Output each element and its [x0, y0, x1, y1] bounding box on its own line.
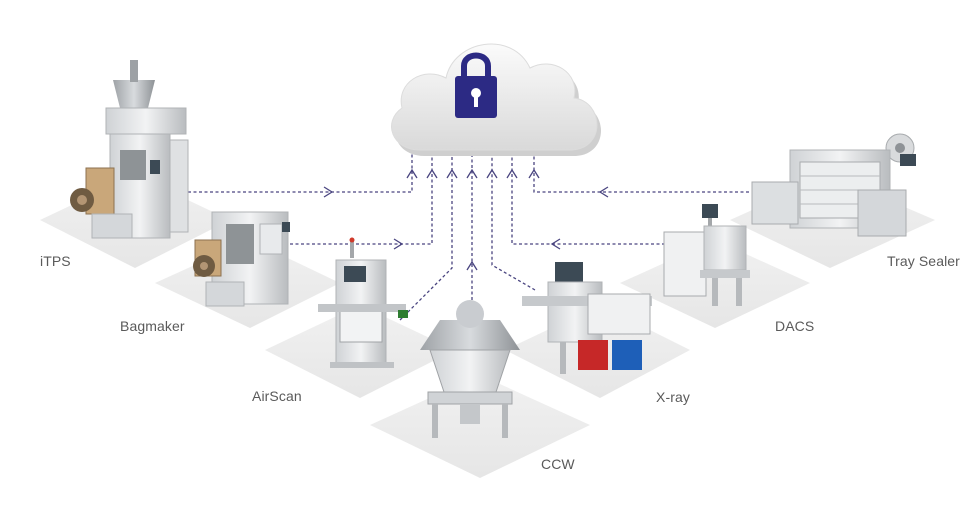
label-dacs: DACS: [775, 318, 814, 334]
machine-tray-sealer: [752, 134, 916, 236]
label-tray-sealer: Tray Sealer: [887, 253, 960, 269]
connector-itps: [188, 105, 412, 192]
label-ccw: CCW: [541, 456, 575, 472]
label-xray: X-ray: [656, 389, 690, 405]
arrowheads: [324, 170, 608, 270]
machine-itps: [70, 60, 188, 238]
label-bagmaker: Bagmaker: [120, 318, 185, 334]
label-airscan: AirScan: [252, 388, 302, 404]
label-itps: iTPS: [40, 253, 71, 269]
machine-ccw: [420, 300, 520, 438]
